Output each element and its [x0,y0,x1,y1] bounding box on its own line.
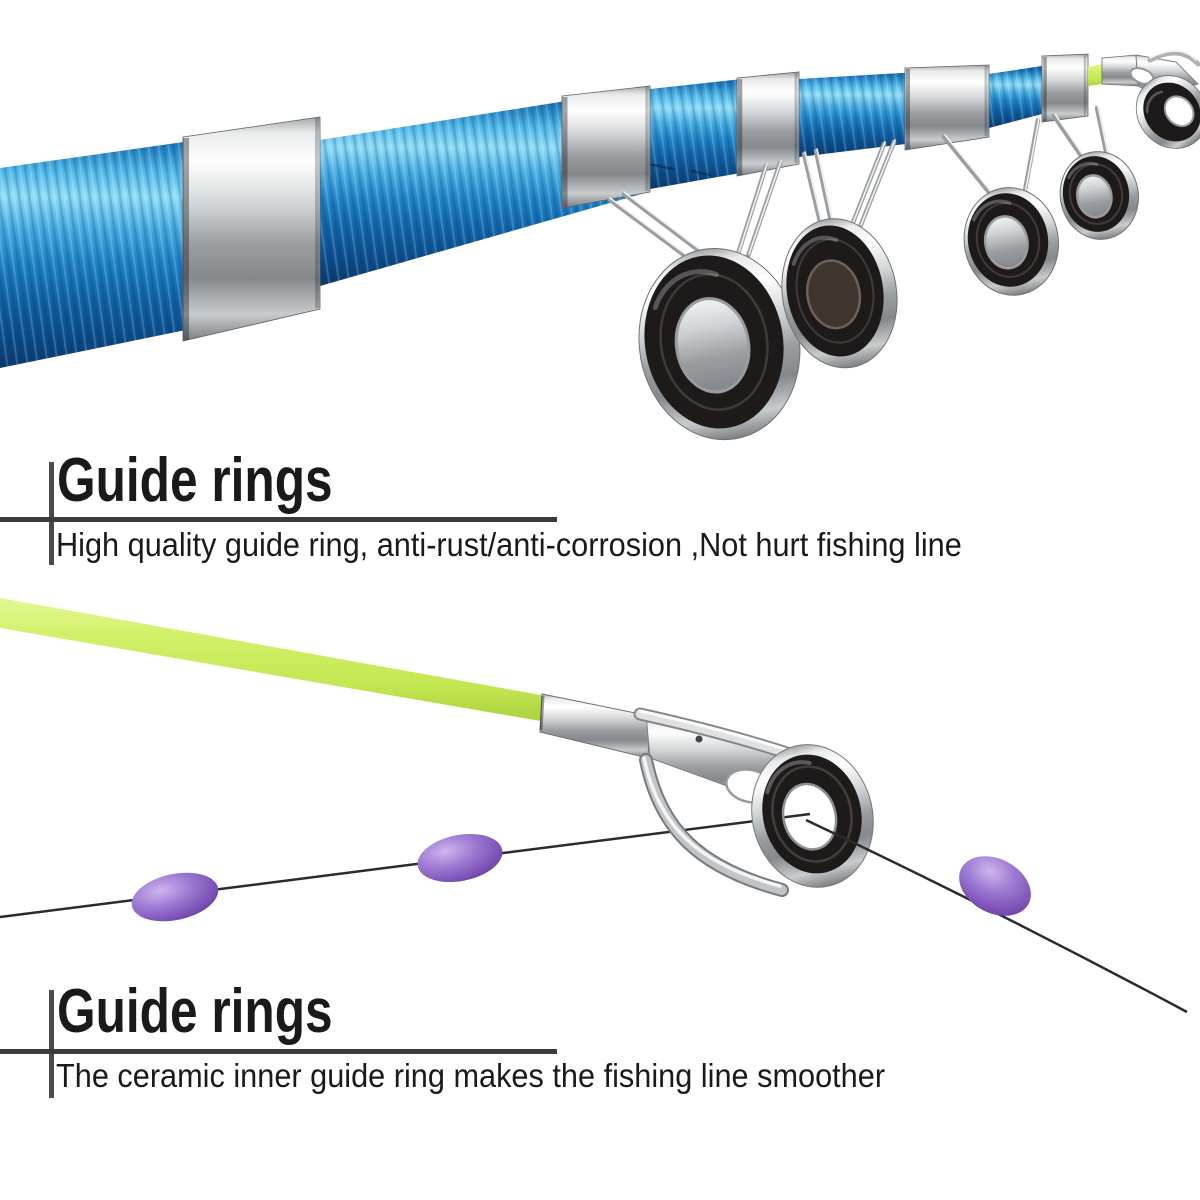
tip-guide-assembly [539,693,874,897]
rod-collar-4 [904,64,990,151]
float-bead-2 [417,833,503,883]
tip-sleeve [539,693,651,759]
rod-collar-5 [1041,53,1089,123]
top-photo-telescopic-rod [0,50,1200,441]
tip-frame-top-bar-body [635,709,801,761]
guide-ring-2 [781,218,898,369]
tip-wire-highlight [1149,50,1197,61]
tip-ring-gloss [765,760,812,795]
rod-collar-3 [736,71,800,177]
fluorescent-tip-blank [0,598,552,723]
tip-guide-ring [751,744,874,888]
rod-collar-2 [561,85,651,209]
rod-tip-green-sliver [1088,64,1102,86]
fishing-line-left [0,812,811,919]
rod-section-5 [989,66,1042,128]
float-bead-1 [131,872,219,922]
tip-wire-loop [1147,50,1200,67]
guide-ring-legs [607,105,1110,267]
tip-ring-ceramic-wall [781,782,838,851]
tip-frame-top-bar-highlight [638,709,796,754]
tip-frame-lower-strut-highlight [642,756,782,888]
tip-ring-black-band [762,754,862,874]
tip-ring-groove [771,765,853,863]
guide-ring-1 [638,248,801,441]
bottom-photo-rod-tip [0,598,1188,1014]
guide-ring-3 [963,187,1060,296]
guide-ring-4 [1059,151,1139,240]
float-bead-3 [959,856,1031,916]
rod-collar-1 [182,116,321,342]
tip-frame-rivet [695,735,703,743]
guide-ring-5-tip [1135,75,1200,149]
